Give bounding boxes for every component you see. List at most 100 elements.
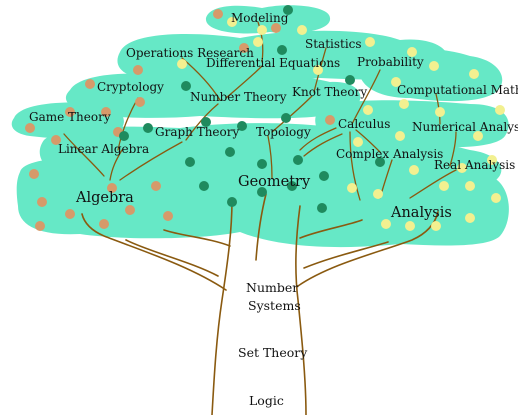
fruit-dot <box>277 45 287 55</box>
fruit-dot <box>363 105 373 115</box>
fruit-dot <box>257 25 267 35</box>
trunk-left-edge <box>211 199 233 415</box>
fruit-dot <box>435 107 445 117</box>
label-differential-equations: Differential Equations <box>206 56 340 70</box>
fruit-dot <box>399 99 409 109</box>
fruit-dot <box>319 171 329 181</box>
fruit-dot <box>29 169 39 179</box>
fruit-dot <box>143 123 153 133</box>
root-left-branch <box>163 229 231 247</box>
fruit-dot <box>65 209 75 219</box>
fruit-dot <box>185 157 195 167</box>
fruit-dot <box>465 213 475 223</box>
fruits-algebra <box>25 9 335 231</box>
fruit-dot <box>119 131 129 141</box>
label-complex-analysis: Complex Analysis <box>336 147 443 161</box>
fruit-dot <box>227 197 237 207</box>
root-center <box>255 193 267 261</box>
label-game-theory: Game Theory <box>29 110 111 124</box>
fruit-dot <box>227 17 237 27</box>
fruit-dot <box>135 97 145 107</box>
fruit-dot <box>297 25 307 35</box>
fruit-dot <box>151 181 161 191</box>
label-geometry: Geometry <box>238 174 311 190</box>
label-graph-theory: Graph Theory <box>155 125 239 139</box>
fruit-dot <box>491 193 501 203</box>
label-numerical-analysis: Numerical Analysis <box>412 120 518 134</box>
label-linear-algebra: Linear Algebra <box>58 142 149 156</box>
fruit-dot <box>345 75 355 85</box>
fruit-dot <box>85 79 95 89</box>
fruit-dot <box>473 131 483 141</box>
fruit-dot <box>293 155 303 165</box>
fruit-dot <box>35 221 45 231</box>
branch-analysis-real <box>409 169 457 199</box>
fruits-geometry <box>119 5 385 213</box>
label-operations-research: Operations Research <box>126 46 254 60</box>
fruit-dot <box>25 123 35 133</box>
fruit-dot <box>257 187 267 197</box>
fruit-dot <box>253 37 263 47</box>
fruit-dot <box>281 113 291 123</box>
label-set-theory: Set Theory <box>238 345 308 360</box>
label-statistics: Statistics <box>305 37 362 51</box>
label-systems: Systems <box>248 298 301 313</box>
root-right-branch <box>299 219 363 239</box>
label-probability: Probability <box>357 55 424 69</box>
fruit-dot <box>287 181 297 191</box>
fruit-dot <box>317 203 327 213</box>
fruit-dot <box>407 47 417 57</box>
label-cryptology: Cryptology <box>97 80 164 94</box>
label-number-theory: Number Theory <box>190 90 287 104</box>
fruit-dot <box>465 181 475 191</box>
fruit-dot <box>239 43 249 53</box>
foliage-left-middle <box>65 73 361 119</box>
label-topology: Topology <box>256 125 311 139</box>
foliage-right-upper <box>358 48 503 102</box>
fruit-dot <box>257 159 267 169</box>
fruit-dot <box>405 221 415 231</box>
label-calculus: Calculus <box>338 117 390 131</box>
fruit-dot <box>213 9 223 19</box>
branch-double-a <box>299 127 337 151</box>
label-logic: Logic <box>249 393 284 408</box>
fruit-dot <box>125 205 135 215</box>
fruit-dot <box>163 211 173 221</box>
label-algebra: Algebra <box>75 190 134 206</box>
fruit-dot <box>439 181 449 191</box>
label-computational-math: Computational Math <box>397 83 518 97</box>
branch-calculus-prob <box>351 69 381 125</box>
fruit-dot <box>429 61 439 71</box>
label-number: Number <box>246 280 298 295</box>
fruit-dot <box>177 59 187 69</box>
label-knot-theory: Knot Theory <box>292 85 367 99</box>
label-modeling: Modeling <box>231 11 289 25</box>
fruit-dot <box>37 197 47 207</box>
trunk-lines <box>81 193 439 415</box>
fruit-dot <box>391 77 401 87</box>
fruit-dot <box>375 157 385 167</box>
root-left-short <box>125 239 219 277</box>
fruit-dot <box>431 221 441 231</box>
fruit-dot <box>199 181 209 191</box>
fruit-dot <box>487 155 497 165</box>
fruit-dot <box>237 121 247 131</box>
fruit-dot <box>409 165 419 175</box>
fruit-dot <box>325 115 335 125</box>
fruit-dot <box>99 219 109 229</box>
fruit-dot <box>395 131 405 141</box>
branch-topology-knot <box>271 95 313 133</box>
fruit-dot <box>107 183 117 193</box>
fruit-dot <box>283 5 293 15</box>
fruit-dot <box>201 117 211 127</box>
fruit-dot <box>469 69 479 79</box>
branch-algebra-game <box>63 133 105 177</box>
root-left-long <box>81 213 227 291</box>
fruits-analysis <box>177 17 505 231</box>
branch-algebra-linear <box>109 149 123 181</box>
branch-analysis-calculus <box>349 131 361 201</box>
branch-algebra-graph <box>119 141 183 181</box>
branch-double-b <box>303 133 343 157</box>
